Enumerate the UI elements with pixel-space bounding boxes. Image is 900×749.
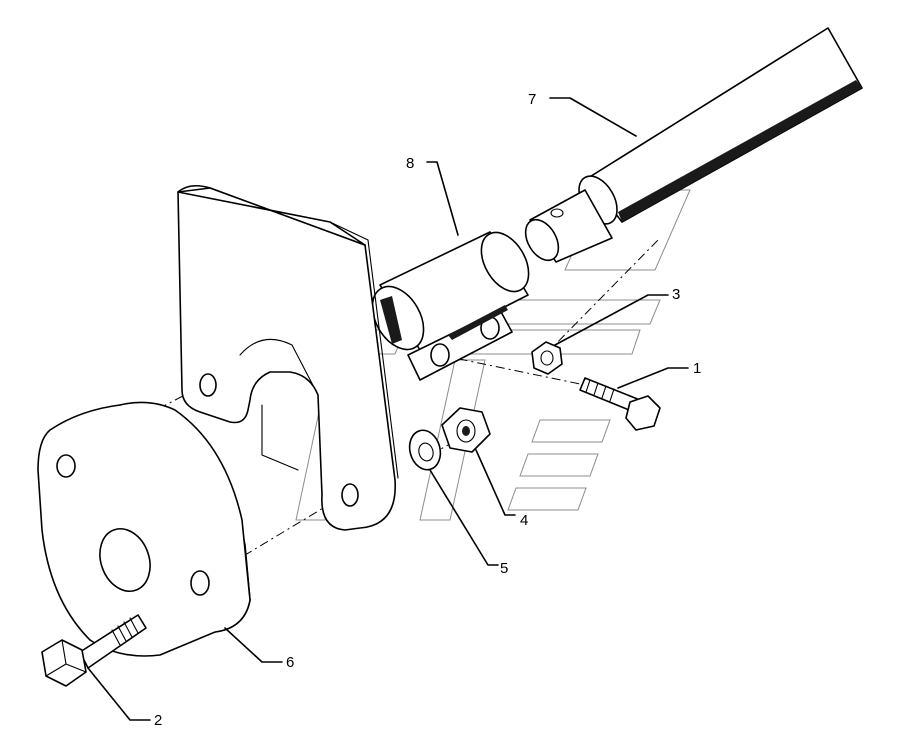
callout-7: 7 bbox=[528, 91, 536, 108]
nut-part-4 bbox=[441, 407, 491, 453]
coupling-part-8 bbox=[371, 231, 530, 381]
bolt-part-2 bbox=[41, 614, 147, 687]
bolt-part-1 bbox=[579, 377, 661, 431]
mounting-bracket bbox=[177, 184, 399, 531]
callout-2: 2 bbox=[154, 712, 162, 729]
callout-6: 6 bbox=[286, 654, 294, 671]
nut-part-3 bbox=[531, 341, 563, 375]
callout-8: 8 bbox=[406, 155, 414, 172]
callout-1: 1 bbox=[693, 360, 701, 377]
callout-labels: 1 2 3 4 5 6 7 8 bbox=[154, 91, 701, 729]
flange-plate-part-6 bbox=[37, 401, 251, 657]
callout-4: 4 bbox=[520, 512, 528, 529]
callout-3: 3 bbox=[672, 286, 680, 303]
shaft-part-7 bbox=[524, 27, 863, 263]
leader-lines bbox=[87, 97, 689, 721]
callout-5: 5 bbox=[500, 560, 508, 577]
